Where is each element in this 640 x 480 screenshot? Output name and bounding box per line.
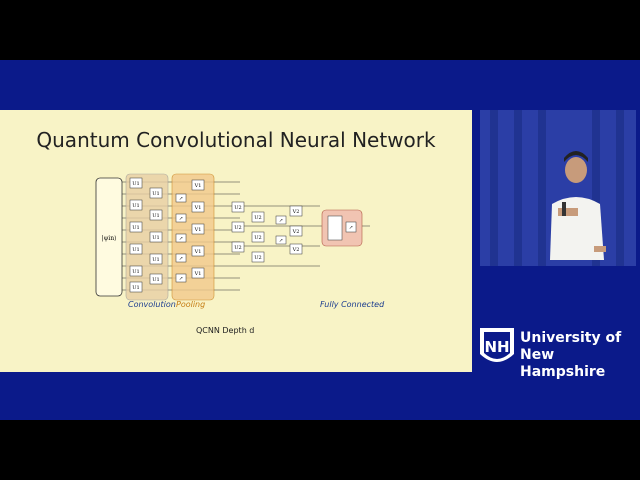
svg-text:V2: V2 — [292, 247, 300, 253]
svg-text:U1: U1 — [152, 191, 159, 197]
svg-text:↗: ↗ — [179, 256, 183, 262]
svg-text:V1: V1 — [194, 183, 202, 189]
qcnn-depth-label: QCNN Depth d — [196, 326, 255, 335]
svg-text:↗: ↗ — [279, 218, 283, 224]
svg-text:V1: V1 — [194, 227, 202, 233]
svg-text:↗: ↗ — [279, 238, 283, 244]
svg-text:U1: U1 — [132, 225, 139, 231]
svg-text:U2: U2 — [234, 225, 241, 231]
unh-logo: NH — [480, 328, 514, 362]
svg-text:U1: U1 — [132, 181, 139, 187]
svg-text:U2: U2 — [254, 235, 261, 241]
svg-text:↗: ↗ — [179, 216, 183, 222]
u2-gate-column: U2 U2 U2 U2 U2 U2 — [231, 201, 265, 263]
svg-text:U1: U1 — [132, 203, 139, 209]
svg-text:V1: V1 — [194, 205, 202, 211]
svg-text:V1: V1 — [194, 271, 202, 277]
svg-text:V2: V2 — [292, 229, 300, 235]
university-line-1: University of — [520, 330, 622, 346]
svg-text:U2: U2 — [234, 245, 241, 251]
university-name: University of New Hampshire — [520, 330, 640, 381]
svg-text:U1: U1 — [152, 257, 159, 263]
pooling-measurements: ↗ ↗ ↗ ↗ ↗ — [175, 193, 187, 283]
presentation-slide — [0, 110, 472, 372]
slide-title: Quantum Convolutional Neural Network — [36, 128, 436, 152]
svg-text:U2: U2 — [254, 255, 261, 261]
svg-text:↗: ↗ — [179, 276, 183, 282]
qcnn-circuit-diagram: |ψin⟩ U1 U1 U1 U1 U1 U1 U1 U1 U1 U1 U1 ↗… — [95, 173, 370, 301]
svg-text:U1: U1 — [132, 269, 139, 275]
u1-gate-column-b: U1 U1 U1 U1 U1 — [149, 187, 163, 285]
second-pooling: ↗ ↗ V2 V2 V2 — [275, 205, 303, 255]
svg-text:U1: U1 — [132, 247, 139, 253]
v1-gate-column: V1 V1 V1 V1 V1 — [191, 179, 205, 279]
fully-connected-gate — [327, 215, 343, 241]
svg-text:U1: U1 — [152, 277, 159, 283]
svg-text:U2: U2 — [234, 205, 241, 211]
svg-text:U1: U1 — [132, 285, 139, 291]
svg-text:↗: ↗ — [179, 196, 183, 202]
pooling-label: Pooling — [176, 300, 206, 309]
svg-text:↗: ↗ — [349, 225, 353, 231]
svg-text:U1: U1 — [152, 235, 159, 241]
speaker-video-feed — [480, 110, 636, 266]
logo-letters: NH — [484, 338, 509, 356]
svg-text:V1: V1 — [194, 249, 202, 255]
input-state-label: |ψin⟩ — [102, 235, 117, 242]
svg-text:V2: V2 — [292, 209, 300, 215]
svg-text:↗: ↗ — [179, 236, 183, 242]
university-line-2: New Hampshire — [520, 347, 606, 380]
svg-text:U2: U2 — [254, 215, 261, 221]
svg-text:U1: U1 — [152, 213, 159, 219]
convolution-label: Convolution — [128, 300, 176, 309]
u1-gate-column-a: U1 U1 U1 U1 U1 U1 — [129, 177, 143, 293]
fully-connected-label: Fully Connected — [320, 300, 385, 309]
